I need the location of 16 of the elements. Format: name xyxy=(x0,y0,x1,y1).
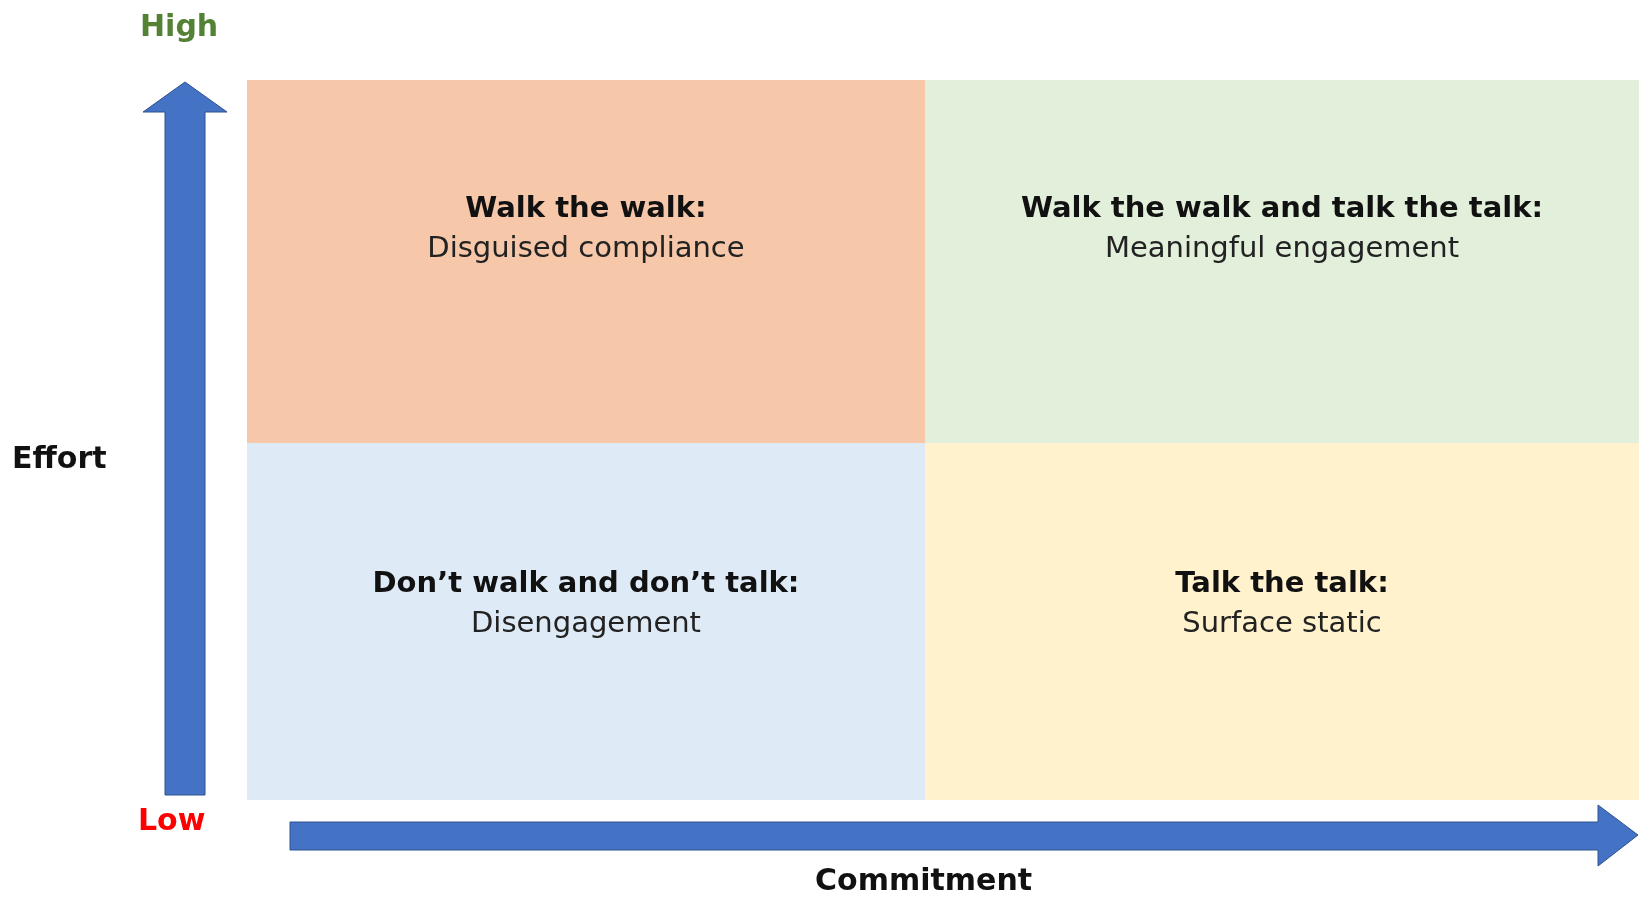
quadrant-box xyxy=(247,80,925,443)
quadrant-box xyxy=(925,443,1639,800)
axis-title: Effort xyxy=(12,440,107,475)
quadrant-description: Disengagement xyxy=(471,604,701,639)
quadrant-heading: Talk the talk: xyxy=(1175,564,1389,599)
quadrant-heading: Walk the walk and talk the talk: xyxy=(1020,189,1544,224)
quadrant-box xyxy=(925,80,1639,443)
axis-low-label: Low xyxy=(138,802,206,837)
quadrant-box xyxy=(247,443,925,800)
axis-high-label: High xyxy=(140,8,219,43)
axis-title: Commitment xyxy=(815,862,1033,897)
quadrant-heading: Walk the walk: xyxy=(465,189,707,224)
quadrant-heading: Don’t walk and don’t talk: xyxy=(372,564,800,599)
quadrant-description: Meaningful engagement xyxy=(1104,229,1460,264)
quadrant-description: Disguised compliance xyxy=(427,229,745,264)
quadrant-description: Surface static xyxy=(1182,604,1382,639)
